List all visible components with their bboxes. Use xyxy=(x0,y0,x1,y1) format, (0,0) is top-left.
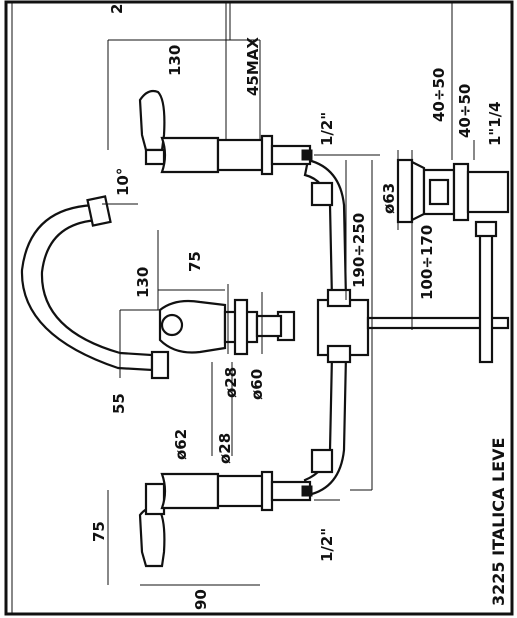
top-valve-nut xyxy=(260,134,274,176)
dim-angle: 10° xyxy=(114,168,132,196)
pipe-nuts xyxy=(276,181,352,474)
top-flange xyxy=(160,136,220,174)
dim-handle-top-len: 130 xyxy=(166,45,184,76)
top-valve xyxy=(138,89,313,176)
dim-max-depth: 45MAX xyxy=(244,37,262,96)
popup-flange xyxy=(396,158,414,224)
dim-dia-62: ø62 xyxy=(172,429,190,460)
dim-popup-dia: ø63 xyxy=(380,183,398,214)
dim-thread-bottom: 1/2" xyxy=(318,528,336,562)
dim-dia-60: ø60 xyxy=(248,369,266,400)
drawing-frame xyxy=(4,0,514,616)
upper-arm-pipe xyxy=(303,158,348,302)
bottom-handle-lever xyxy=(138,506,166,568)
dim-dia-28-bottom: ø28 xyxy=(216,433,234,464)
dim-spout-offset: 55 xyxy=(110,393,128,414)
dim-dia-28-center: ø28 xyxy=(222,367,240,398)
spout-collar xyxy=(150,350,170,380)
popup-tail xyxy=(466,170,510,214)
spout-arc xyxy=(20,203,154,372)
top-handle-lever xyxy=(138,89,166,152)
spout-connector xyxy=(255,314,283,338)
drain-rod-vertical xyxy=(478,230,494,364)
dim-spout-width: 75 xyxy=(186,251,204,272)
bottom-valve-nut xyxy=(260,470,274,512)
popup-plug xyxy=(410,160,426,222)
dimension-lines xyxy=(102,39,475,586)
dim-spread: 190÷250 xyxy=(350,213,368,288)
bottom-handle-stem xyxy=(144,482,166,516)
bottom-valve xyxy=(138,470,313,568)
spout-body xyxy=(158,299,227,354)
lower-arm-pipe xyxy=(303,353,348,497)
top-handle-stem xyxy=(144,148,166,166)
dim-popup-depth: 40÷50 xyxy=(456,84,474,138)
dim-thread-top: 1/2" xyxy=(318,112,336,146)
drain-rod-horizontal xyxy=(366,316,510,330)
dim-handle-top-width-ref: 40÷50 xyxy=(430,68,448,122)
dim-handle-bottom-len: 75 xyxy=(90,521,108,542)
pipe-assembly xyxy=(276,158,510,497)
popup-waste xyxy=(396,158,510,224)
popup-nut xyxy=(452,162,470,222)
bottom-flange xyxy=(160,472,220,510)
spout-knob xyxy=(160,313,184,337)
popup-inner xyxy=(428,178,450,206)
drawing-title: 3225 ITALICA LEVE xyxy=(489,438,508,606)
spout-tip xyxy=(86,195,112,227)
drain-rod-cap xyxy=(474,220,498,238)
dim-spout-len: 130 xyxy=(134,267,152,298)
spout-base-ring xyxy=(233,298,249,356)
dim-handle-bottom-width: 90 xyxy=(192,589,210,610)
top-cut-label: 2 xyxy=(108,4,126,14)
dim-popup-range: 100÷170 xyxy=(418,225,436,300)
dim-popup-thread: 1"1/4 xyxy=(486,101,504,146)
